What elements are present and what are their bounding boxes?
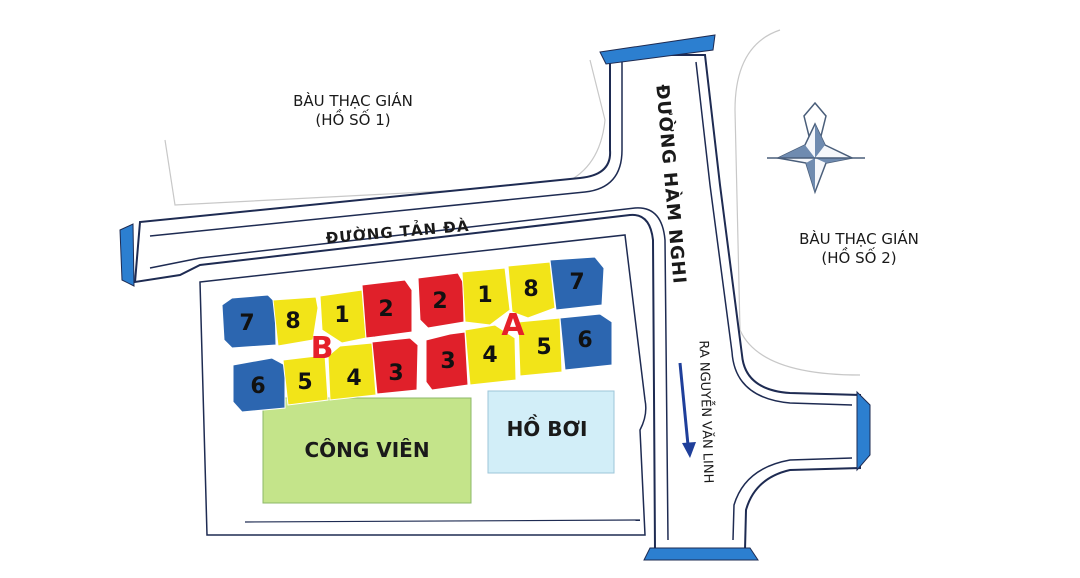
- lake-2-name: BÀU THẠC GIÁN: [799, 229, 919, 248]
- park-area: [262, 397, 472, 504]
- block-b-1: [319, 289, 367, 344]
- block-b-6: [232, 357, 286, 413]
- block-a-6-number: 6: [577, 328, 592, 353]
- block-a-7: [549, 256, 605, 311]
- block-b-2-number: 2: [378, 297, 393, 322]
- tower-b-label: B: [311, 331, 334, 366]
- block-a-7-number: 7: [569, 270, 584, 295]
- block-a-1: [461, 267, 511, 326]
- road-cap-right: [856, 390, 871, 472]
- road-cap-bottom: [643, 547, 759, 561]
- block-a-2-number: 2: [432, 289, 447, 314]
- block-a-4: [464, 324, 517, 386]
- block-b-3: [371, 337, 419, 395]
- lake-1-name: BÀU THẠC GIÁN: [293, 91, 413, 110]
- exit-arrow-head: [682, 442, 696, 458]
- lake-1-number: (HỒ SỐ 1): [315, 108, 390, 129]
- block-b-5-number: 5: [297, 370, 312, 395]
- block-a-2: [417, 272, 465, 329]
- block-b-8: [272, 296, 319, 347]
- block-a-5-number: 5: [536, 335, 551, 360]
- road-cap-left: [119, 223, 135, 287]
- block-b-7-number: 7: [239, 311, 254, 336]
- block-b-1-number: 1: [334, 303, 349, 328]
- block-a-6: [559, 313, 613, 371]
- park-label: CÔNG VIÊN: [304, 438, 429, 462]
- block-a-3: [425, 331, 469, 391]
- site-boundary: [199, 234, 647, 536]
- road-cap-top: [599, 34, 716, 65]
- block-a-5: [517, 317, 563, 377]
- site-boundary-inner: [244, 519, 641, 523]
- ham-nghi-road-inner: [149, 61, 853, 541]
- block-a-4-number: 4: [482, 343, 497, 368]
- block-b-6-number: 6: [250, 374, 265, 399]
- block-a-8-number: 8: [523, 277, 538, 302]
- ham-nghi-road: [133, 54, 861, 551]
- tower-a-label: A: [501, 308, 525, 343]
- lake-2-number: (HỒ SỐ 2): [821, 246, 896, 267]
- block-b-3-number: 3: [388, 361, 403, 386]
- block-b-4-number: 4: [346, 366, 361, 391]
- exit-arrow-shaft: [678, 362, 690, 446]
- lake-2-boundary: [734, 29, 861, 376]
- pool-label: HỒ BƠI: [507, 415, 588, 441]
- block-b-5: [282, 354, 329, 406]
- block-a-1-number: 1: [477, 283, 492, 308]
- block-b-4: [327, 342, 377, 401]
- block-b-8-number: 8: [285, 309, 300, 334]
- block-a-3-number: 3: [440, 349, 455, 374]
- compass-icon: [767, 101, 865, 195]
- pool-area: [487, 390, 615, 474]
- block-b-2: [361, 279, 413, 339]
- block-a-8: [507, 261, 556, 319]
- exit-road-label: RA NGUYỄN VĂN LINH: [696, 340, 718, 484]
